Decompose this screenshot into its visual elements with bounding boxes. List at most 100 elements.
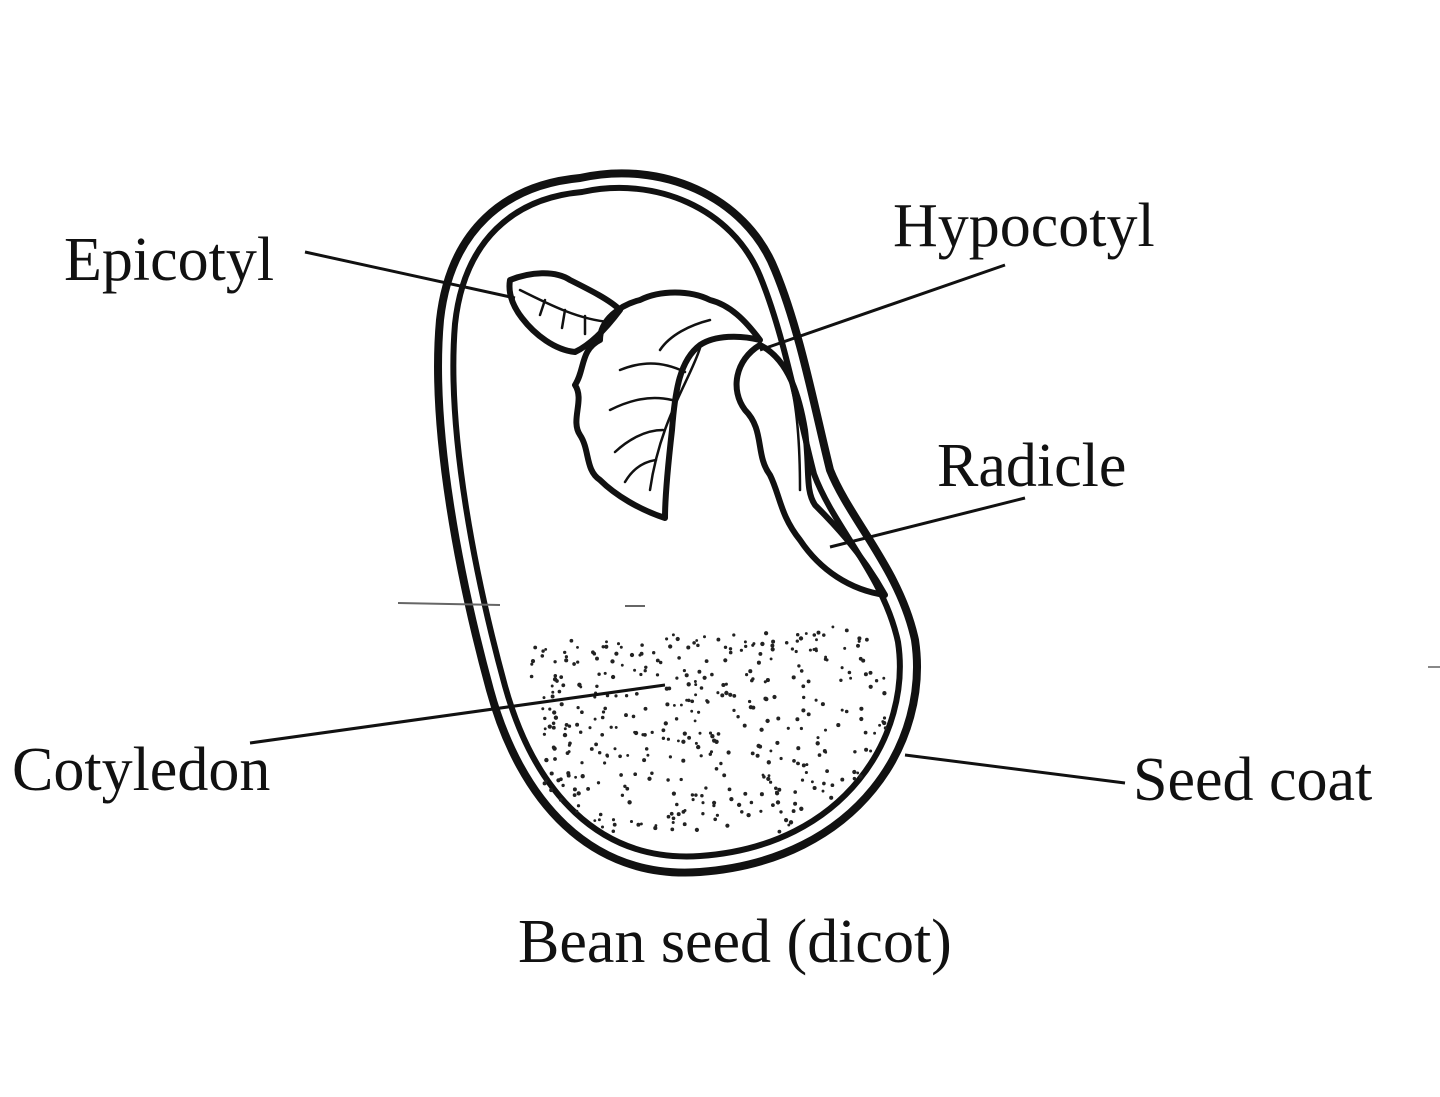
stipple-dot [562,732,568,738]
stipple-dot [544,757,549,763]
stipple-dot [752,642,756,646]
stipple-dot [612,822,617,827]
stipple-dot [626,753,630,757]
stipple-dot [596,781,601,785]
stipple-dot [646,753,650,757]
stipple-dot [775,740,780,745]
epicotyl-leaf-vein [560,308,567,330]
stipple-dot [856,771,860,775]
stipple-dot [712,800,717,805]
stipple-dot [709,750,714,754]
plumule-leaf-vein [613,428,665,454]
stipple-dot [624,694,629,698]
stipple-dot [530,662,534,666]
stipple-dot [679,777,683,782]
stipple-dot [775,790,779,794]
stipple-dot [681,758,686,763]
stipple-dot [694,683,698,687]
stipple-dot [750,751,755,756]
stipple-dot [729,796,734,802]
stray-mark [397,602,501,606]
stipple-dot [588,726,592,730]
stipple-dot [594,742,598,747]
stipple-dot [770,643,775,648]
epicotyl-leaf-vein [538,298,547,317]
stipple-dot [686,645,691,650]
stipple-dot [817,753,822,757]
stipple-dot [746,812,751,818]
stipple-dot [719,761,723,766]
stipple-dot [769,749,773,753]
stipple-dot [723,645,728,650]
stipple-dot [610,674,616,680]
stipple-dot [629,652,635,658]
epicotyl-leader-line [304,250,516,300]
stipple-dot [814,649,818,653]
stipple-dot [697,669,702,674]
stipple-dot [665,637,669,641]
stipple-dot [767,774,771,778]
stipple-dot [806,712,811,717]
stipple-dot [695,639,699,642]
stipple-dot [567,724,572,728]
stipple-dot [694,693,698,697]
stipple-dot [652,651,656,655]
stipple-dot [559,777,563,782]
stipple-dot [857,636,862,641]
stipple-dot [625,786,630,791]
stipple-dot [610,659,615,664]
stipple-dot [671,633,675,637]
stipple-dot [859,706,864,711]
seed-coat-inner-outline [450,184,903,860]
label-hypocotyl: Hypocotyl [893,192,1155,260]
stipple-dot [883,726,888,730]
stipple-dot [549,771,554,776]
stipple-dot [661,736,666,740]
stipple-dot [618,754,622,759]
stipple-dot [815,741,820,746]
stipple-dot [550,694,555,699]
stipple-dot [865,637,869,642]
stipple-dot [542,696,546,700]
stipple-dot [777,829,782,834]
stipple-dot [547,724,552,729]
stipple-dot [820,702,825,707]
stipple-dot [798,636,804,641]
stipple-dot [723,658,728,663]
stipple-dot [576,705,580,710]
stipple-dot [878,723,882,727]
stipple-dot [775,800,781,805]
stipple-dot [586,786,591,791]
stipple-dot [708,752,713,756]
stipple-dot [634,691,639,696]
stipple-dot [858,774,863,779]
stipple-dot [771,639,776,644]
stipple-dot [580,774,585,779]
stipple-dot [810,780,814,784]
stipple-dot [743,791,748,796]
stipple-dot [708,731,713,735]
stipple-dot [844,709,849,714]
stipple-dot [791,675,796,680]
stipple-dot [563,650,567,655]
stipple-dot [533,645,538,650]
stipple-dot [631,714,636,719]
stipple-dot [739,648,744,652]
stipple-dot [561,783,565,788]
stipple-dot [589,747,594,751]
stipple-dot [756,743,761,749]
stipple-dot [793,801,798,806]
stipple-dot [732,633,736,637]
stipple-dot [543,716,547,721]
stipple-dot [728,647,733,651]
stipple-dot [732,694,737,698]
stipple-dot [690,709,694,713]
stipple-dot [609,725,613,729]
stipple-dot [759,809,763,813]
stipple-dot [666,737,671,741]
stipple-dot [694,793,698,797]
stipple-dot [777,787,782,792]
stipple-dot [776,716,781,721]
stipple-dot [712,804,716,808]
